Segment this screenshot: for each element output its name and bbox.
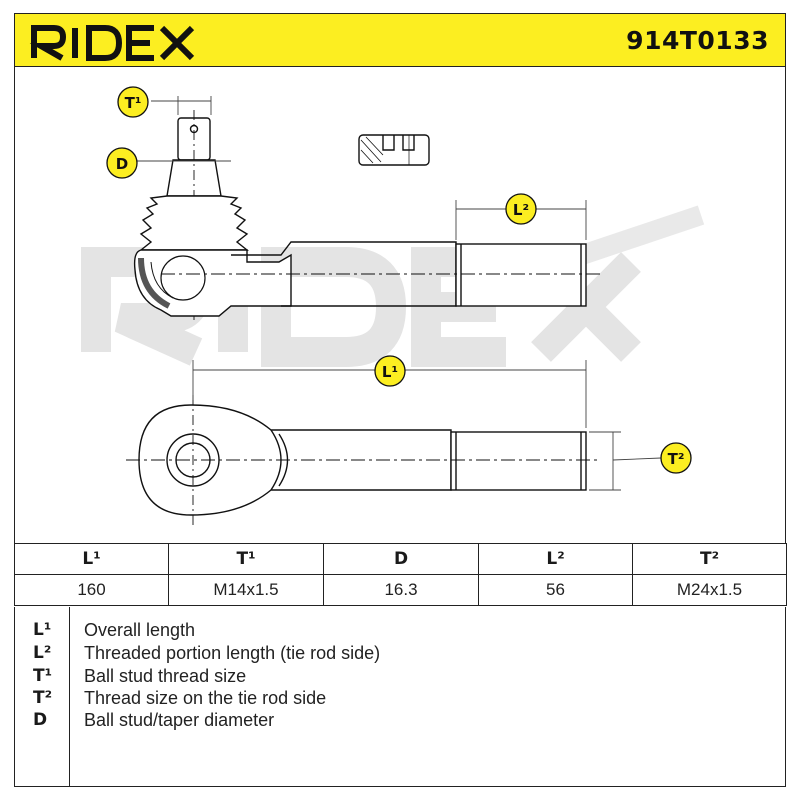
- legend-description: Threaded portion length (tie rod side): [84, 643, 381, 663]
- spec-header-l1: L¹: [14, 543, 169, 575]
- badge-l1: L¹: [374, 355, 406, 387]
- badge-t2-label: T²: [668, 450, 685, 468]
- legend-symbol-column: [15, 607, 70, 786]
- spec-value-d: 16.3: [323, 574, 479, 606]
- legend-description: Overall length: [84, 620, 196, 640]
- badge-t1-label: T¹: [125, 94, 142, 112]
- badge-l1-label: L¹: [382, 363, 398, 381]
- legend-description: Ball stud/taper diameter: [84, 710, 275, 730]
- spec-value-l1: 160: [14, 574, 169, 606]
- ridex-logo: [29, 25, 195, 61]
- spec-header-t1: T¹: [168, 543, 324, 575]
- spec-header-l2: L²: [478, 543, 633, 575]
- legend-description: Ball stud thread size: [84, 666, 247, 686]
- legend-item: T¹ Ball stud thread size: [15, 665, 785, 687]
- badge-t1: T¹: [117, 86, 149, 118]
- spec-header-t2: T²: [632, 543, 787, 575]
- badge-l2: L²: [505, 193, 537, 225]
- ball-stud-side-view: [133, 110, 601, 320]
- badge-d: D: [106, 147, 138, 179]
- legend-item: D Ball stud/taper diameter: [15, 709, 785, 731]
- legend-symbol: L¹: [33, 620, 52, 640]
- spec-value-t1: M14x1.5: [168, 574, 324, 606]
- legend-symbol: D: [33, 710, 48, 730]
- tie-rod-end-drawing: T¹ D L² L¹ T²: [81, 86, 705, 525]
- spec-value-l2: 56: [478, 574, 633, 606]
- legend-item: L¹ Overall length: [15, 619, 785, 641]
- tie-rod-end-top-view: [126, 395, 601, 525]
- spec-table-value-row: 160 M14x1.5 16.3 56 M24x1.5: [14, 574, 787, 606]
- spec-value-t2: M24x1.5: [632, 574, 787, 606]
- badge-t2: T²: [660, 442, 692, 474]
- legend-symbol: T¹: [33, 666, 53, 686]
- legend: L¹ Overall length L² Threaded portion le…: [14, 607, 786, 787]
- legend-description: Thread size on the tie rod side: [84, 688, 327, 708]
- spec-table-header-row: L¹ T¹ D L² T²: [14, 543, 787, 575]
- legend-item: T² Thread size on the tie rod side: [15, 687, 785, 709]
- header-bar: 914T0133: [14, 13, 786, 67]
- technical-drawing: T¹ D L² L¹ T²: [14, 67, 786, 543]
- spec-table: L¹ T¹ D L² T² 160 M14x1.5 16.3 56 M24x1.…: [14, 543, 787, 606]
- legend-symbol: T²: [33, 688, 53, 708]
- part-number: 914T0133: [626, 26, 769, 55]
- spec-header-d: D: [323, 543, 479, 575]
- legend-item: L² Threaded portion length (tie rod side…: [15, 642, 785, 664]
- castle-nut: [358, 134, 430, 166]
- legend-symbol: L²: [33, 643, 52, 663]
- badge-l2-label: L²: [513, 201, 529, 219]
- badge-d-label: D: [116, 155, 128, 173]
